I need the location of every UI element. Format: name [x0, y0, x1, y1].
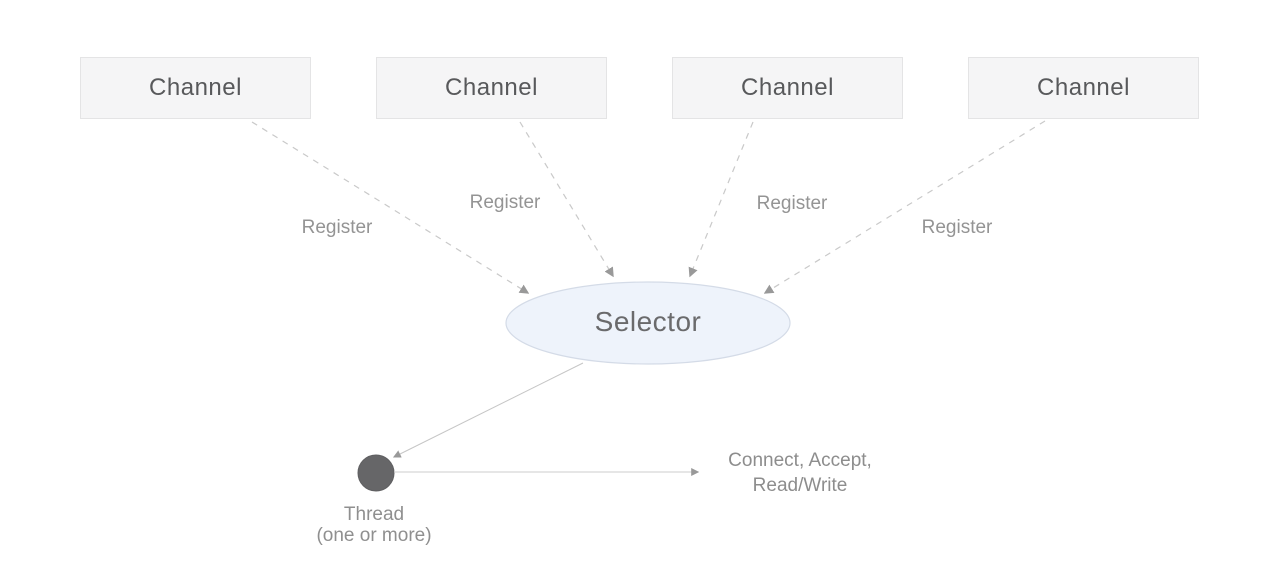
operations-line-1: Connect, Accept,	[728, 450, 872, 471]
channel-label-4: Channel	[1037, 74, 1130, 101]
channel-label-1: Channel	[149, 74, 242, 101]
dashed-arrow-channel3-to-selector	[688, 121, 754, 278]
thread-caption: Thread (one or more)	[316, 504, 431, 546]
register-label-1: Register	[301, 217, 373, 238]
selector-ellipse	[505, 281, 791, 365]
register-label-3: Register	[756, 193, 828, 214]
register-label-4: Register	[921, 217, 993, 238]
channel-label-3: Channel	[741, 74, 834, 101]
operations-line-2: Read/Write	[752, 475, 848, 496]
channel-label-2: Channel	[445, 74, 538, 101]
channel-box-2: Channel	[376, 57, 607, 119]
channel-box-3: Channel	[672, 57, 903, 119]
selector-label: Selector	[594, 306, 702, 337]
operations-caption: Connect, Accept, Read/Write	[728, 448, 872, 498]
selector-to-thread-arrow	[392, 362, 584, 458]
register-label-2: Register	[469, 192, 541, 213]
thread-circle	[357, 454, 395, 492]
dashed-arrow-channel2-to-selector	[519, 121, 614, 278]
thread-sublabel: (one or more)	[316, 525, 432, 546]
channel-box-4: Channel	[968, 57, 1199, 119]
channel-box-1: Channel	[80, 57, 311, 119]
thread-label: Thread	[343, 504, 405, 525]
